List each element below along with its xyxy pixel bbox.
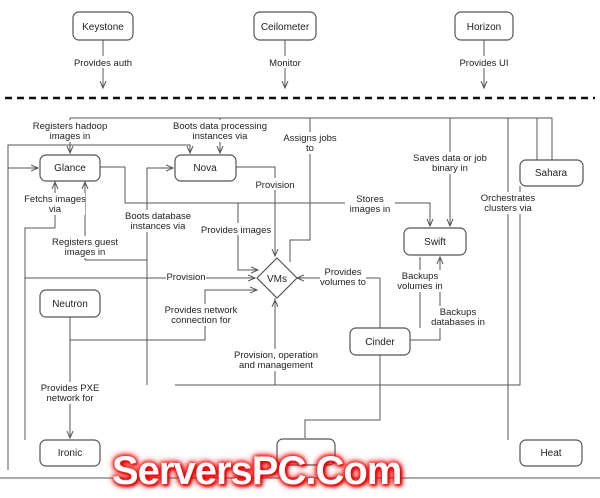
- label-provides-images: Provides images: [201, 225, 271, 236]
- watermark: ServersPC.Com: [112, 449, 402, 493]
- label-auth: Provides auth: [74, 58, 132, 69]
- node-label: VMs: [267, 274, 287, 285]
- node-label: Neutron: [52, 299, 88, 310]
- node-sahara[interactable]: Sahara: [519, 159, 584, 187]
- label-provision-nova: Provision: [255, 180, 294, 191]
- node-label: Ceilometer: [261, 22, 310, 33]
- node-nova[interactable]: Nova: [174, 154, 237, 182]
- node-label: Heat: [540, 448, 561, 459]
- node-label: Sahara: [535, 168, 568, 179]
- node-label: Keystone: [82, 22, 124, 33]
- label-ui: Provides UI: [459, 58, 508, 69]
- node-cinder[interactable]: Cinder: [349, 327, 411, 356]
- node-vms[interactable]: VMs: [256, 257, 298, 299]
- node-glance[interactable]: Glance: [39, 154, 101, 182]
- node-ceilometer[interactable]: Ceilometer: [253, 11, 317, 41]
- node-keystone[interactable]: Keystone: [72, 11, 134, 41]
- node-heat[interactable]: Heat: [519, 439, 583, 467]
- node-bottom[interactable]: [276, 438, 336, 466]
- node-label: Nova: [193, 163, 217, 174]
- node-ironic[interactable]: Ironic: [39, 439, 101, 467]
- label-monitor: Monitor: [269, 58, 301, 69]
- node-label: Swift: [424, 237, 446, 248]
- node-neutron[interactable]: Neutron: [39, 289, 101, 318]
- node-swift[interactable]: Swift: [403, 227, 467, 256]
- node-label: Glance: [54, 163, 86, 174]
- label-provision: Provision: [166, 272, 205, 283]
- node-label: Horizon: [467, 22, 501, 33]
- node-label: Cinder: [365, 337, 395, 348]
- node-label: Ironic: [58, 448, 82, 459]
- node-horizon[interactable]: Horizon: [454, 11, 514, 41]
- edge-labels: Provides auth Monitor Provides UI Regist…: [24, 56, 536, 404]
